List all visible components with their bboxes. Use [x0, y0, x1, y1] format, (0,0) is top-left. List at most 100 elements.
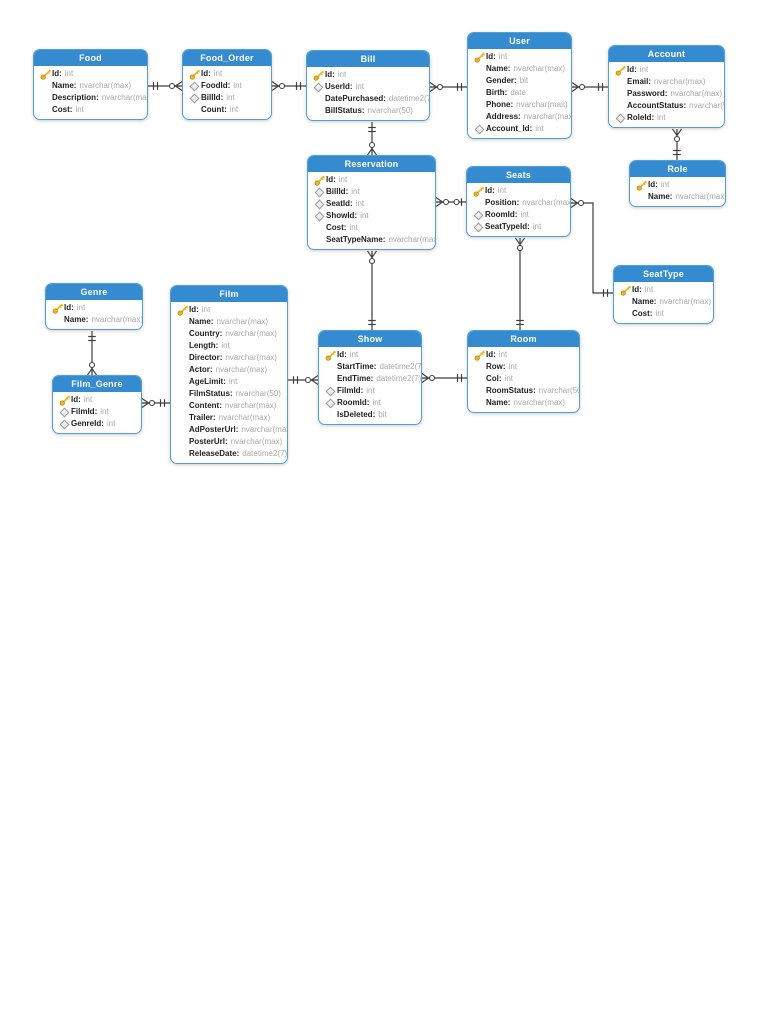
field-row: Row:int — [468, 361, 579, 373]
field-type: nvarchar(max) — [225, 329, 277, 338]
cardinality-zero-icon — [168, 82, 176, 90]
field-icon-slot — [57, 407, 71, 417]
field-icon-slot — [312, 199, 326, 209]
table-title: SeatType — [614, 266, 713, 282]
field-name-separator: : — [383, 94, 386, 103]
field-type: int — [644, 285, 654, 294]
field-name: Id — [71, 395, 79, 404]
primary-key-icon — [636, 180, 647, 191]
field-name: ReleaseDate — [189, 449, 237, 458]
field-name: Id — [189, 305, 197, 314]
table-title: Account — [609, 46, 724, 62]
field-row: Country:nvarchar(max) — [171, 328, 287, 340]
field-type: nvarchar(max) — [91, 315, 143, 324]
field-type: int — [351, 187, 360, 196]
cardinality-zero-icon — [436, 83, 444, 91]
field-name: Content — [189, 401, 220, 410]
field-name-separator: : — [493, 350, 496, 359]
field-type: int — [497, 186, 507, 195]
field-name-separator: : — [224, 105, 227, 114]
field-row: Address:nvarchar(max) — [468, 111, 571, 123]
crow-foot-many-icon — [429, 86, 437, 92]
table-title: Film — [171, 286, 287, 302]
field-row: Cost:int — [308, 222, 435, 234]
field-name-separator: : — [343, 223, 347, 232]
field-icon-slot — [618, 285, 632, 296]
field-name-separator: : — [354, 211, 358, 220]
field-icon-slot — [187, 93, 201, 103]
table-title: Show — [319, 331, 421, 347]
field-row: Birth:date — [468, 87, 571, 99]
field-row: FilmId:int — [53, 406, 141, 418]
field-name: Name — [648, 192, 670, 201]
field-name-separator: : — [518, 112, 521, 121]
field-name: Count — [201, 105, 225, 114]
field-name: Name — [632, 297, 654, 306]
field-name: Country — [189, 329, 220, 338]
field-name-separator: : — [344, 350, 347, 359]
field-row: Description:nvarchar(max) — [34, 92, 147, 104]
field-row: AdPosterUrl:nvarchar(max) — [171, 424, 287, 436]
field-type: nvarchar(max) — [513, 398, 566, 407]
field-row: Actor:nvarchar(max) — [171, 364, 287, 376]
primary-key-icon — [314, 175, 325, 186]
table-title: User — [468, 33, 571, 49]
field-row: Name:nvarchar(max) — [468, 397, 579, 409]
field-type: datetime2(7) — [242, 449, 288, 458]
field-name-separator: : — [502, 362, 506, 371]
cardinality-zero-icon — [516, 244, 524, 252]
field-name-separator: : — [651, 113, 655, 122]
field-row: FilmStatus:nvarchar(50) — [171, 388, 287, 400]
cardinality-zero-icon — [304, 376, 312, 384]
field-type: int — [639, 65, 649, 74]
field-name: Trailer — [189, 413, 214, 422]
field-row: Password:nvarchar(max) — [609, 88, 724, 100]
field-row: Id:int — [468, 349, 579, 361]
field-type: nvarchar(max) — [216, 317, 269, 326]
field-name-separator: : — [372, 410, 376, 419]
primary-key-icon — [474, 52, 485, 63]
field-name: StartTime — [337, 362, 374, 371]
field-row: Phone:nvarchar(max) — [468, 99, 571, 111]
crow-foot-many-icon — [367, 250, 373, 258]
crow-foot-many-icon — [87, 368, 93, 376]
field-name: Description — [52, 93, 97, 102]
field-name: EndTime — [337, 374, 371, 383]
field-name: Id — [52, 69, 60, 78]
field-row: Name:nvarchar(max) — [630, 191, 725, 203]
field-row: RoomId:int — [467, 209, 570, 221]
field-name: Password — [627, 89, 665, 98]
field-name-separator: : — [215, 341, 219, 350]
field-type: nvarchar(max) — [225, 353, 277, 362]
table-title: Room — [468, 331, 579, 347]
field-name: Id — [485, 186, 493, 195]
field-name-separator: : — [664, 89, 668, 98]
field-row: Id:int — [630, 179, 725, 191]
field-row: Id:int — [319, 349, 421, 361]
field-name-separator: : — [361, 106, 365, 115]
field-row: Id:int — [34, 68, 147, 80]
foreign-key-icon — [325, 398, 335, 408]
field-row: RoomId:int — [319, 397, 421, 409]
cardinality-zero-icon — [368, 141, 376, 149]
field-row: ShowId:int — [308, 210, 435, 222]
field-type: int — [504, 374, 514, 383]
field-name: BillId — [201, 93, 221, 102]
primary-key-icon — [615, 65, 626, 76]
field-name-separator: : — [332, 70, 335, 79]
field-name-separator: : — [85, 315, 89, 324]
field-row: ReleaseDate:datetime2(7) — [171, 448, 287, 460]
field-name-separator: : — [493, 52, 496, 61]
field-icon-slot — [312, 175, 326, 186]
field-type: int — [366, 386, 375, 395]
